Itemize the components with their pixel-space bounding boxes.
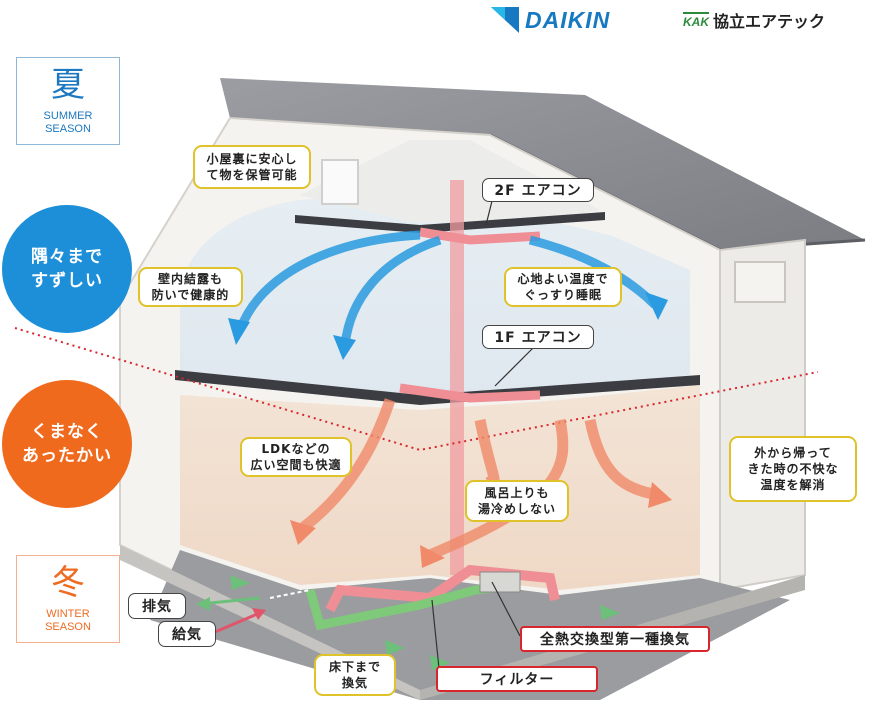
winter-circle-line1: くまなく — [31, 422, 103, 442]
callout-ldk-line1: LDKなどの — [261, 442, 331, 456]
label-supply: 給気 — [158, 621, 216, 647]
heat-exchanger-unit — [479, 571, 521, 593]
callout-outside-line1: 外から帰って — [754, 446, 832, 460]
winter-season-badge: 冬 WINTER SEASON — [16, 555, 120, 643]
callout-outside-line2: きた時の不快な — [747, 462, 839, 476]
callout-condensation-line2: 防いで健康的 — [151, 288, 230, 302]
attic-window — [321, 159, 359, 205]
underfloor — [150, 550, 790, 700]
warm-arrowheads — [290, 482, 672, 568]
lower-floor-interior — [180, 385, 700, 590]
callout-attic-line2: て物を保管可能 — [206, 168, 298, 182]
label-exhaust: 排気 — [128, 593, 186, 619]
duct-upper — [419, 227, 541, 245]
winter-circle-line2: あったかい — [22, 446, 112, 466]
duct-underfloor-pink — [325, 564, 560, 613]
cool-arrowheads — [228, 292, 668, 360]
callout-ldk-line2: 広い空間も快適 — [250, 458, 342, 472]
callout-condensation: 壁内結露も 防いで健康的 — [138, 267, 243, 307]
daikin-logo: DAIKIN — [491, 4, 610, 36]
supply-arrowhead — [252, 608, 266, 620]
summer-en-line2: SEASON — [45, 123, 91, 135]
supply-arrow — [214, 610, 263, 634]
callout-ldk: LDKなどの 広い空間も快適 — [240, 437, 352, 477]
summer-cool-circle: 隅々まで すずしい — [2, 205, 132, 333]
underfloor-flow-arrows — [230, 575, 620, 670]
floor-slab-2f — [175, 370, 700, 405]
winter-kanji: 冬 — [51, 563, 85, 603]
summer-season-badge: 夏 SUMMER SEASON — [16, 57, 120, 145]
callout-attic-storage: 小屋裏に安心し て物を保管可能 — [193, 145, 311, 189]
summer-kanji: 夏 — [51, 65, 85, 105]
kyoritsu-name: 協立エアテック — [713, 12, 826, 31]
callout-underfloor-line1: 床下まで — [328, 660, 381, 674]
daikin-mark-icon — [491, 7, 519, 33]
callout-attic-line1: 小屋裏に安心し — [206, 152, 298, 166]
label-2f-aircon: 2F エアコン — [482, 178, 594, 202]
duct-middle — [399, 383, 541, 403]
winter-en-line2: SEASON — [45, 621, 91, 633]
summer-en-line1: SUMMER — [43, 110, 93, 122]
callout-outside-line3: 温度を解消 — [760, 478, 826, 492]
callout-condensation-line1: 壁内結露も — [157, 272, 223, 286]
summer-circle-line1: 隅々まで — [31, 247, 103, 267]
winter-en-line1: WINTER — [46, 608, 90, 620]
callout-bath: 風呂上りも 湯冷めしない — [465, 480, 569, 522]
label-1f-aircon: 1F エアコン — [482, 325, 594, 349]
callout-bath-line2: 湯冷めしない — [477, 502, 556, 516]
callout-sleep-line1: 心地よい温度で — [517, 272, 609, 286]
kak-mark: KAK — [683, 11, 709, 29]
callout-outside-return: 外から帰って きた時の不快な 温度を解消 — [729, 436, 857, 502]
floor-slab-attic — [295, 212, 605, 233]
callout-sleep-line2: ぐっすり睡眠 — [523, 288, 602, 302]
exhaust-arrowhead — [196, 597, 210, 611]
daikin-wordmark: DAIKIN — [525, 6, 611, 33]
callout-bath-line1: 風呂上りも — [484, 486, 550, 500]
callout-underfloor: 床下まで 換気 — [314, 654, 396, 696]
winter-warm-circle: くまなく あったかい — [2, 380, 132, 508]
kyoritsu-logo: KAK 協立エアテック — [683, 8, 825, 32]
roof — [220, 78, 865, 250]
callout-underfloor-line2: 換気 — [341, 676, 368, 690]
label-filter: フィルター — [436, 666, 598, 692]
summer-circle-line2: すずしい — [31, 271, 103, 291]
callout-sleep: 心地よい温度で ぐっすり睡眠 — [504, 267, 622, 307]
right-window — [734, 261, 786, 303]
label-heat-exchange-ventilation: 全熱交換型第一種換気 — [520, 626, 710, 652]
duct-shaft — [450, 180, 464, 575]
